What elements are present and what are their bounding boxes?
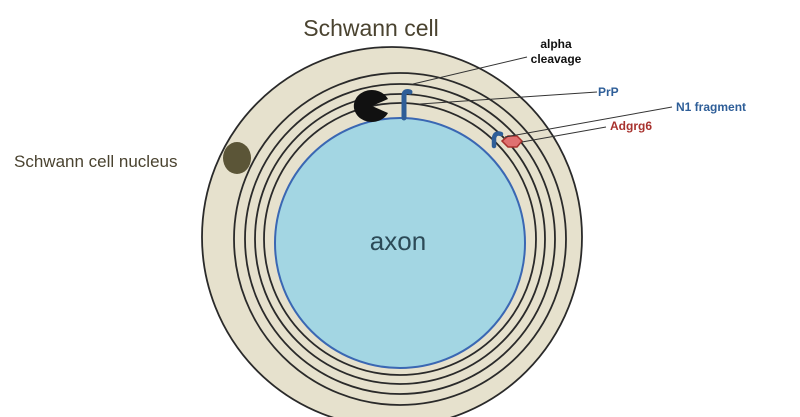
schwann-cell-nucleus-label: Schwann cell nucleus [14,152,177,171]
myelin-layer [254,93,546,385]
myelin-layer [244,83,556,395]
myelin-layers [233,72,567,406]
schwann-cell-nucleus [223,142,251,174]
leader-line-alpha-cleavage [412,56,528,85]
myelin-layer [233,72,567,406]
n1-fragment-icon [491,131,504,149]
leader-lines [412,56,673,143]
leader-line-n1-fragment [504,106,673,138]
leader-line-prp [419,91,598,105]
alpha-cleavage-label-line1: alpha [540,37,572,51]
prp-label: PrP [598,85,619,99]
axon [274,117,526,369]
n1-fragment-label: N1 fragment [676,100,746,114]
adgrg6-label: Adgrg6 [610,119,652,133]
axon-label: axon [370,226,426,256]
schwann-cell-label: Schwann cell [303,15,439,41]
leader-line-adgrg6 [521,126,607,143]
prp-protein-icon [401,89,413,121]
alpha-cleavage-label-line2: cleavage [531,52,582,66]
alpha-cleavage-enzyme-icon [353,90,388,122]
myelin-layer [263,102,537,376]
